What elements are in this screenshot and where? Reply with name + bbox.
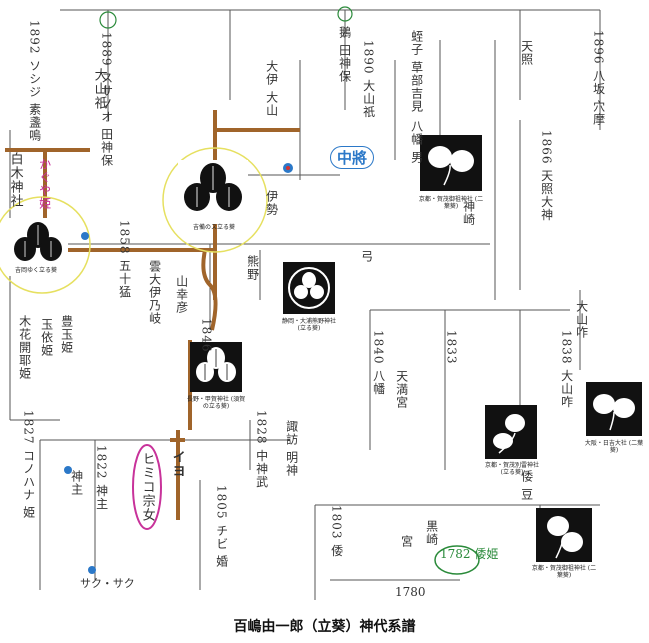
label-shiragi: 白木神社 [7,152,23,208]
tag-nakamasa: 中將 [330,146,375,169]
label-yamahiko: 山幸彦 [174,275,189,314]
label-iyo: イヨ [169,450,185,478]
label-suwa: 諏訪 明神 [284,420,299,477]
futaba-aoi-icon [593,394,635,431]
label-ijou: 伊勢 [264,190,279,216]
label-y1780: 1780 [395,585,426,599]
label-shita: 宮 [399,535,414,548]
label-himiko: ヒミコ宗女 [139,452,155,522]
label-y1846: 1846 [199,318,214,353]
label-kamishiro: 神主 [69,470,84,496]
label-kumano: 熊野 [245,255,260,281]
label-kaguya: かぐや姫 [37,158,52,210]
label-y1896: 1896 八坂 穴摩 [591,30,606,127]
label-hosa: 弓 [359,250,374,263]
genealogy-diagram: 吉岡ゆく立る葵 吉備のス立る葵 長野・甲賀神社 (須賀の立る葵) 静岡・大浦熊野… [0,6,644,600]
crest-box-4 [283,262,335,314]
crest-box-2 [178,160,248,224]
futaba-aoi-icon [547,516,583,559]
crest-box-8 [536,508,592,562]
futaba-aoi-icon [493,414,525,454]
label-nudoon: 鵝 田神保 [337,26,352,83]
aoi-crest-icon [196,347,236,382]
label-y1805: 1805 チビ 婚 [214,485,229,569]
label-y1833: 1833 [444,330,459,365]
label-kumokiri: 雲大伊乃岐 [147,260,162,325]
crest-caption-6: 京都・賀茂別雷神社 (立る葵) [484,462,539,477]
label-y1782: 1782 倭姫 [440,547,499,561]
himiko-oval [132,444,162,530]
label-y1889: 1889 スサノオ 田神保 [99,32,114,168]
label-oyamazumi: 大山祇 [91,68,107,110]
blue-dot-3 [64,466,72,474]
crest-box-7 [586,382,642,436]
label-y1803: 1803 倭 [329,505,344,558]
label-ho-tosi: 豊玉姫 [59,315,74,354]
label-y1822: 1822 神主 [94,445,109,511]
label-y1838: 1838 大山咋 [559,330,574,409]
label-y1866: 1866 天照大神 [539,130,554,222]
label-daisen: 大山咋 [574,300,589,339]
green-oval [434,545,480,575]
blue-dot-2 [81,232,89,240]
label-y1828: 1828 中神武 [254,410,269,489]
highlight-circle-left [0,196,91,294]
label-y1892: 1892 ソシジ 素盞嗚 [27,20,42,143]
label-shiro-kanzaki: 神崎 [461,200,476,226]
green-marker-2 [337,6,353,22]
crest-box-1 [8,218,68,276]
label-saka: サク・サク [80,577,135,590]
label-oi-tai: 大伊 大山 [264,60,279,117]
label-hachiman: 八幡 男 [409,120,424,164]
label-y1840: 1840 八幡 [371,330,386,396]
label-y1827: 1827 コノハナ 姫 [21,410,36,520]
label-ebisu: 蛭子 草部吉見 [409,30,424,113]
label-tenga: 天照 [519,40,534,66]
label-tamayori: 玉依姫 [39,318,54,357]
highlight-circle-center [162,147,268,253]
aoi-crest-icon [14,222,62,261]
crest-box-5 [420,135,482,191]
mitsuba-aoi-circle-icon [288,267,330,309]
label-kurosaki: 黒崎 [424,520,439,546]
label-tenma: 天満宮 [394,370,409,409]
crest-box-6 [485,405,537,459]
crest-caption-3: 長野・甲賀神社 (須賀の立る葵) [186,396,246,411]
label-y1890: 1890 大山祇 [361,40,376,119]
label-y1858: 1858 五十猛 [117,220,132,299]
diagram-caption: 百嶋由一郎（立葵）神代系譜 [233,619,416,635]
crest-caption-2: 吉備のス立る葵 [192,224,235,231]
label-kiba: 木花開耶姫 [17,315,32,380]
crest-caption-7: 大阪・日吉大社 (二葉葵) [584,440,644,455]
label-yamato-hime: 倭 豆 [519,470,534,501]
green-marker-1 [99,11,117,29]
futaba-aoi-icon [428,146,474,186]
blue-dot-4 [88,566,96,574]
crest-box-3 [190,342,242,392]
aoi-crest-icon [184,163,242,211]
crest-caption-5: 京都・賀茂御祖神社 (二葉葵) [418,196,484,211]
crest-caption-4: 静岡・大浦熊野神社 (立る葵) [281,318,336,333]
crest-caption-1: 吉岡ゆく立る葵 [14,267,57,274]
crest-caption-8: 京都・賀茂御祖神社 (二葉葵) [531,565,597,580]
